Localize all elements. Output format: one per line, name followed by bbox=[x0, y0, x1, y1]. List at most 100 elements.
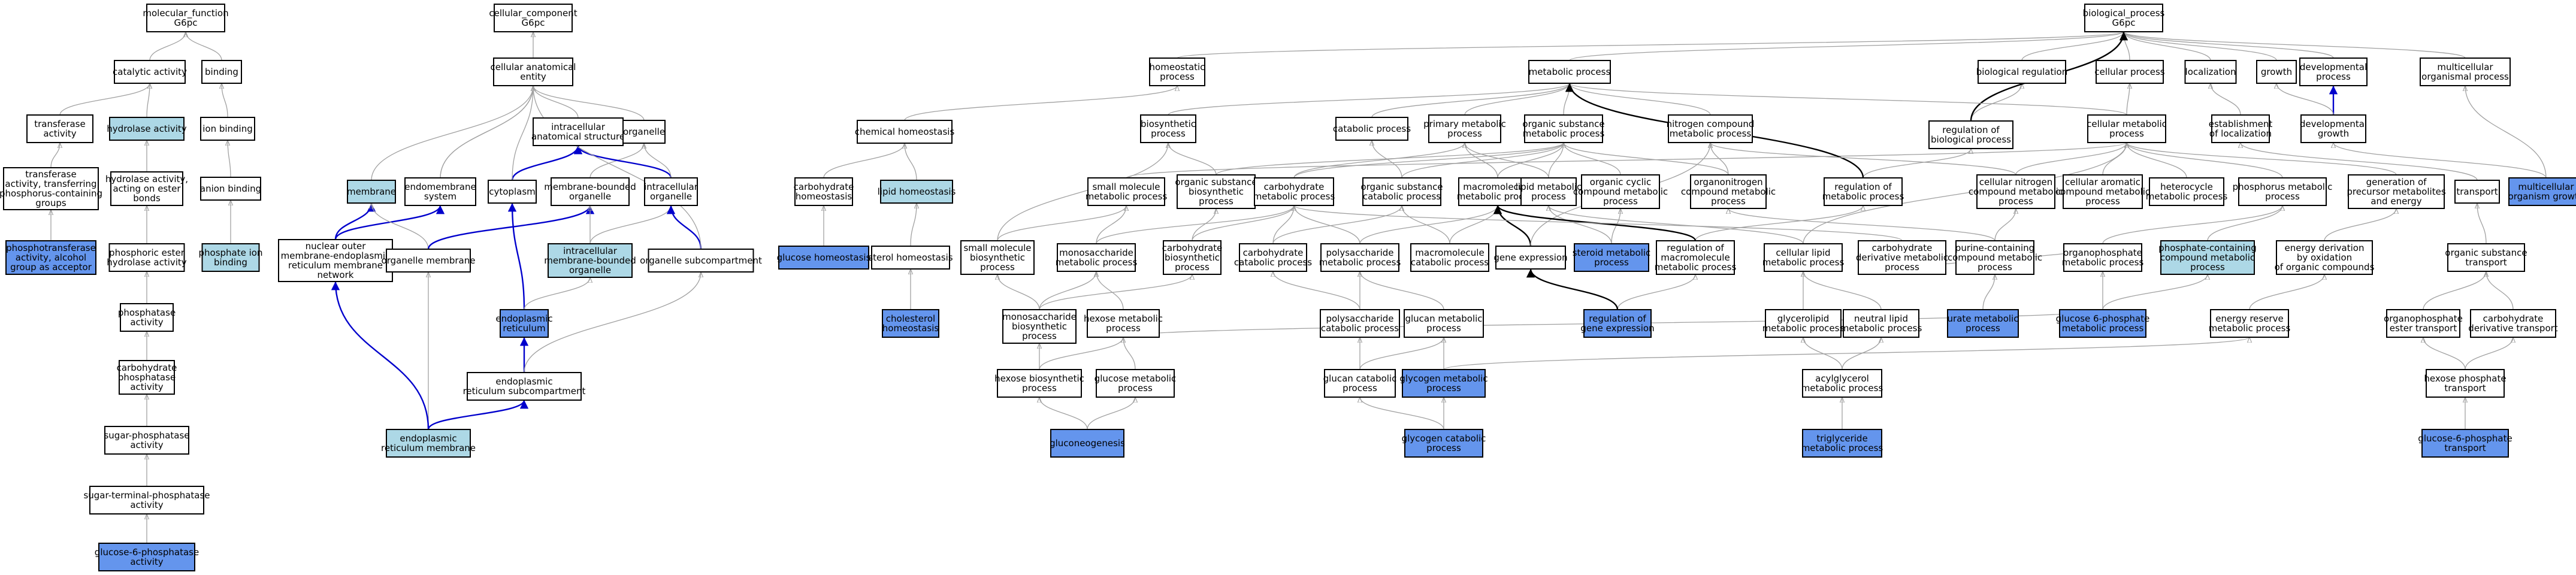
term-node-genex[interactable]: gene expression bbox=[1493, 246, 1568, 270]
term-node-glch[interactable]: glucose homeostasis bbox=[777, 246, 871, 270]
term-node-lipidh[interactable]: lipid homeostasis bbox=[878, 180, 956, 204]
term-node-cyto[interactable]: cytoplasm bbox=[488, 180, 537, 204]
term-node-growth[interactable]: growth bbox=[2256, 60, 2297, 84]
term-node-bioreg[interactable]: biological regulation bbox=[1976, 60, 2067, 84]
term-node-nuc[interactable]: nuclear outermembrane-endoplasmicreticul… bbox=[278, 239, 393, 282]
term-node-orgsub[interactable]: organelle subcompartment bbox=[640, 249, 762, 273]
term-node-bind[interactable]: binding bbox=[201, 60, 242, 84]
term-node-metab[interactable]: metabolic process bbox=[1528, 60, 1611, 84]
term-node-chemh[interactable]: chemical homeostasis bbox=[855, 120, 955, 144]
term-node-cata[interactable]: catalytic activity bbox=[113, 60, 187, 84]
term-node-ionb[interactable]: ion binding bbox=[200, 117, 255, 141]
term-node-sterh[interactable]: sterol homeostasis bbox=[868, 246, 953, 270]
term-node-hydro[interactable]: hydrolase activity bbox=[107, 117, 187, 141]
term-node-cellp[interactable]: cellular process bbox=[2094, 60, 2165, 84]
term-node-anion[interactable]: anion binding bbox=[200, 177, 261, 201]
term-node-transp[interactable]: transport bbox=[2454, 180, 2500, 204]
term-node-org[interactable]: organelle bbox=[622, 120, 666, 144]
term-node-catab[interactable]: catabolic process bbox=[1333, 117, 1411, 141]
term-node-memb[interactable]: membrane bbox=[347, 180, 396, 204]
term-node-orgmem[interactable]: organelle membrane bbox=[382, 249, 476, 273]
term-node-local[interactable]: localization bbox=[2184, 60, 2237, 84]
